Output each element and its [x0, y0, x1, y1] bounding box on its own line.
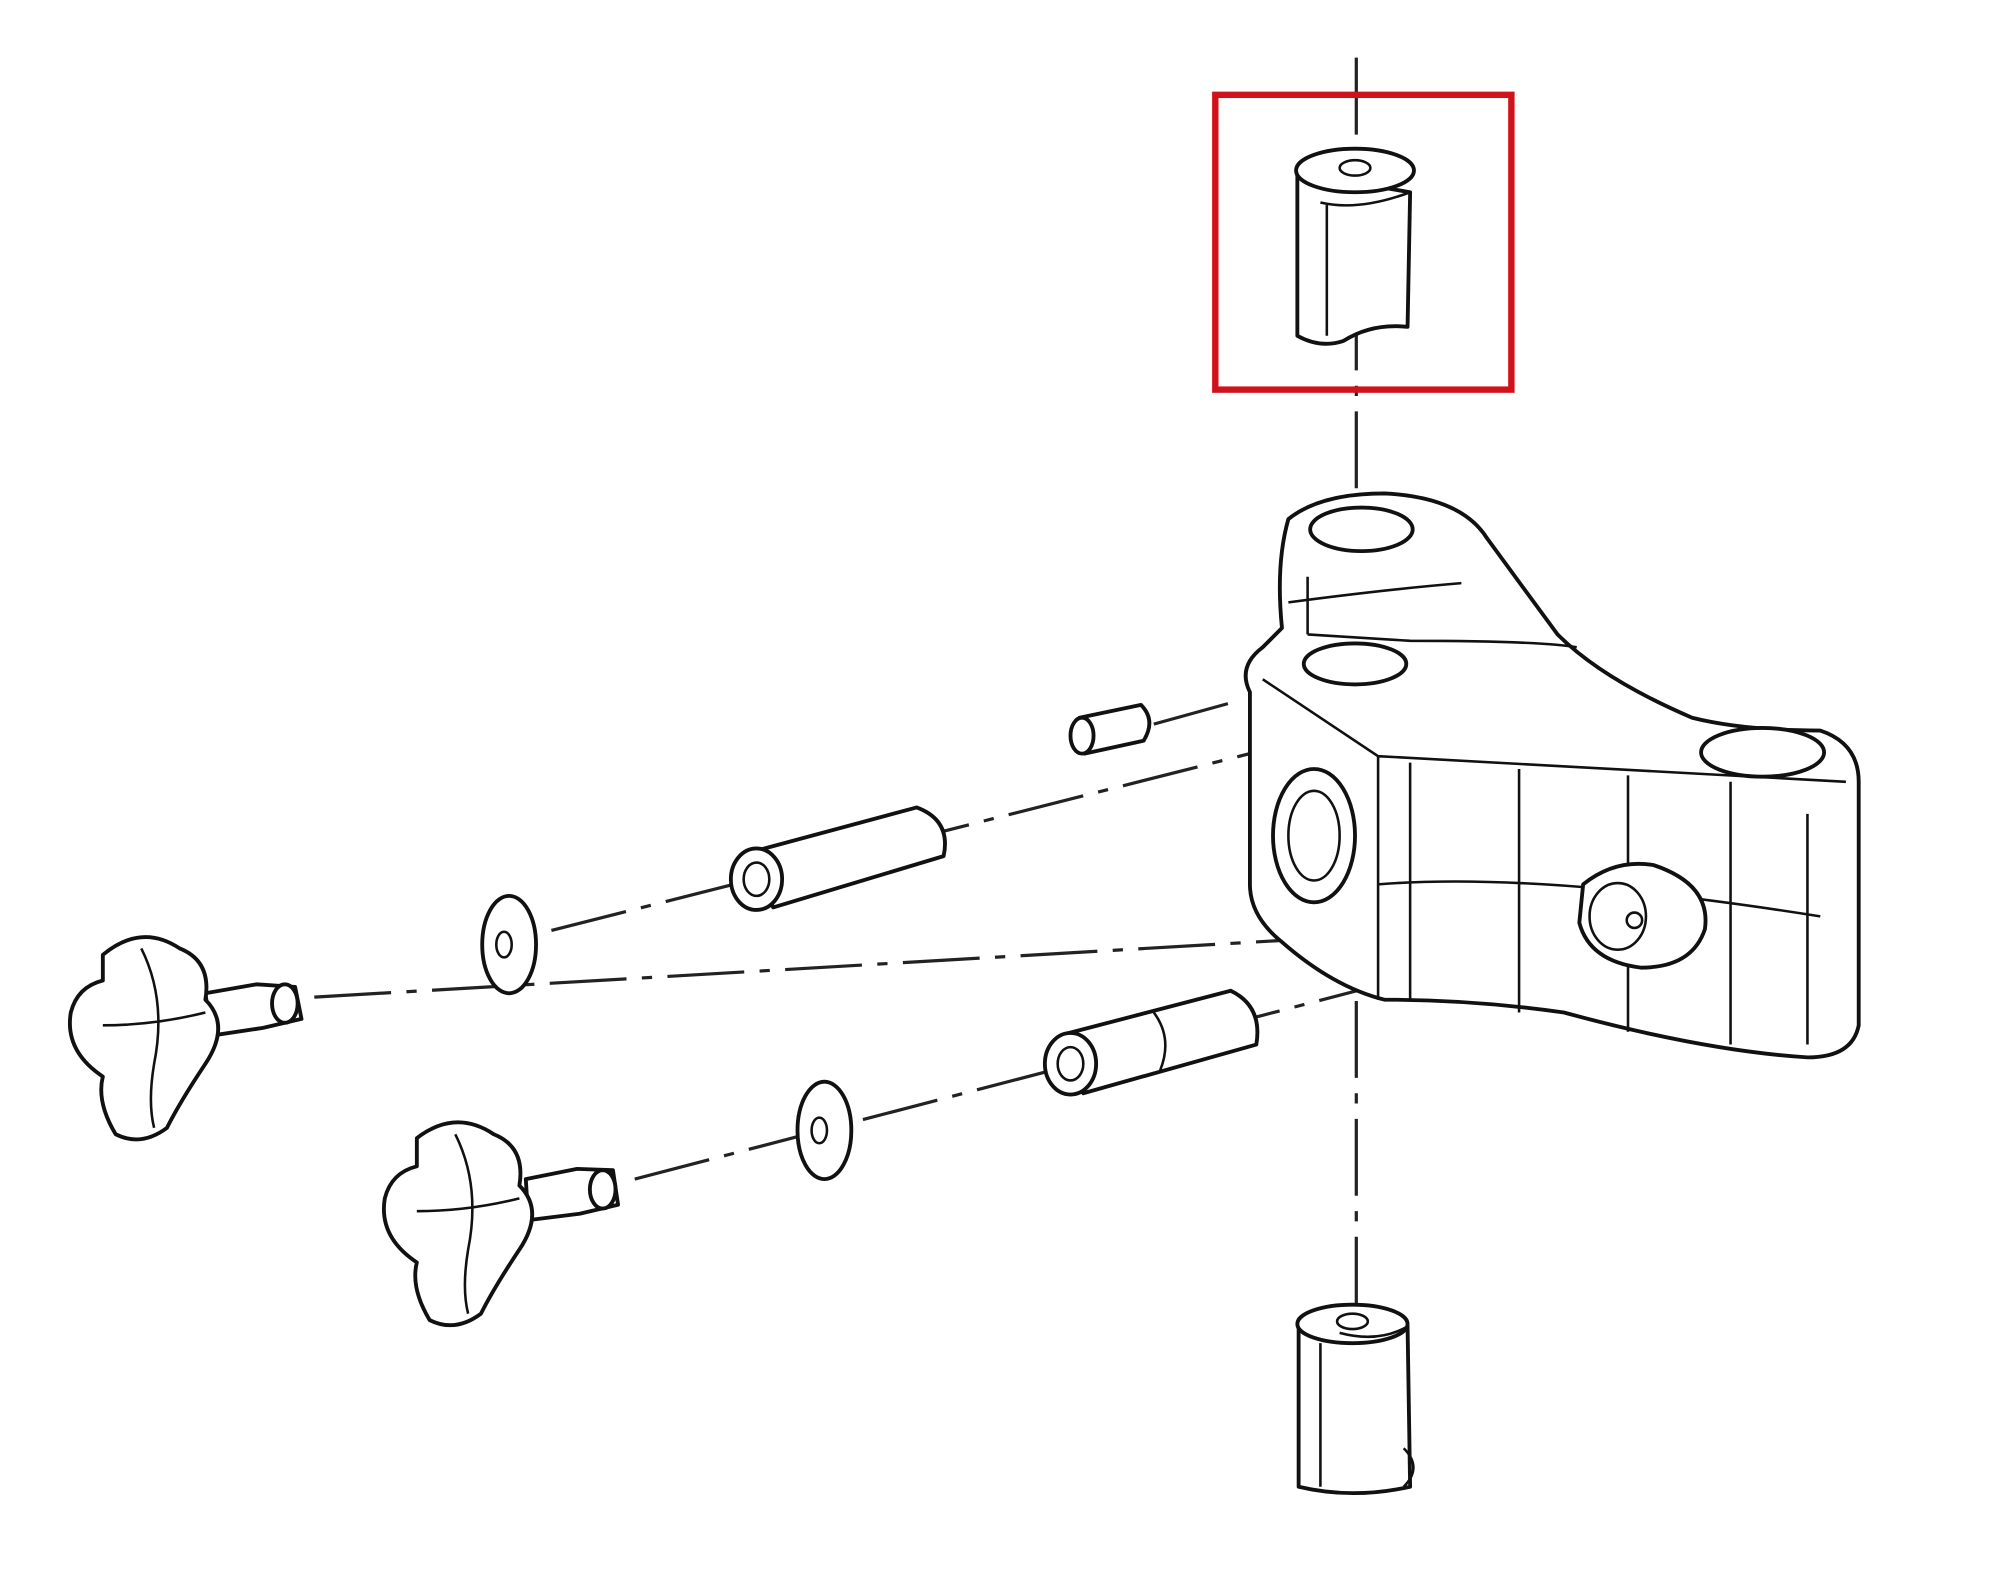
bottom-sleeve-bushing[interactable] [1295, 1302, 1415, 1495]
highlight-box [1212, 91, 1515, 393]
lower-washer[interactable] [795, 1079, 854, 1182]
lower-tube[interactable] [1042, 988, 1260, 1097]
upper-star-knob[interactable] [68, 935, 304, 1142]
top-sleeve-bushing[interactable] [1294, 146, 1416, 346]
upper-tube[interactable] [728, 805, 947, 912]
bracket-body[interactable] [1243, 491, 1861, 1060]
lower-star-knob[interactable] [382, 1120, 620, 1328]
upper-washer[interactable] [480, 893, 538, 996]
small-pin[interactable] [1068, 702, 1152, 756]
